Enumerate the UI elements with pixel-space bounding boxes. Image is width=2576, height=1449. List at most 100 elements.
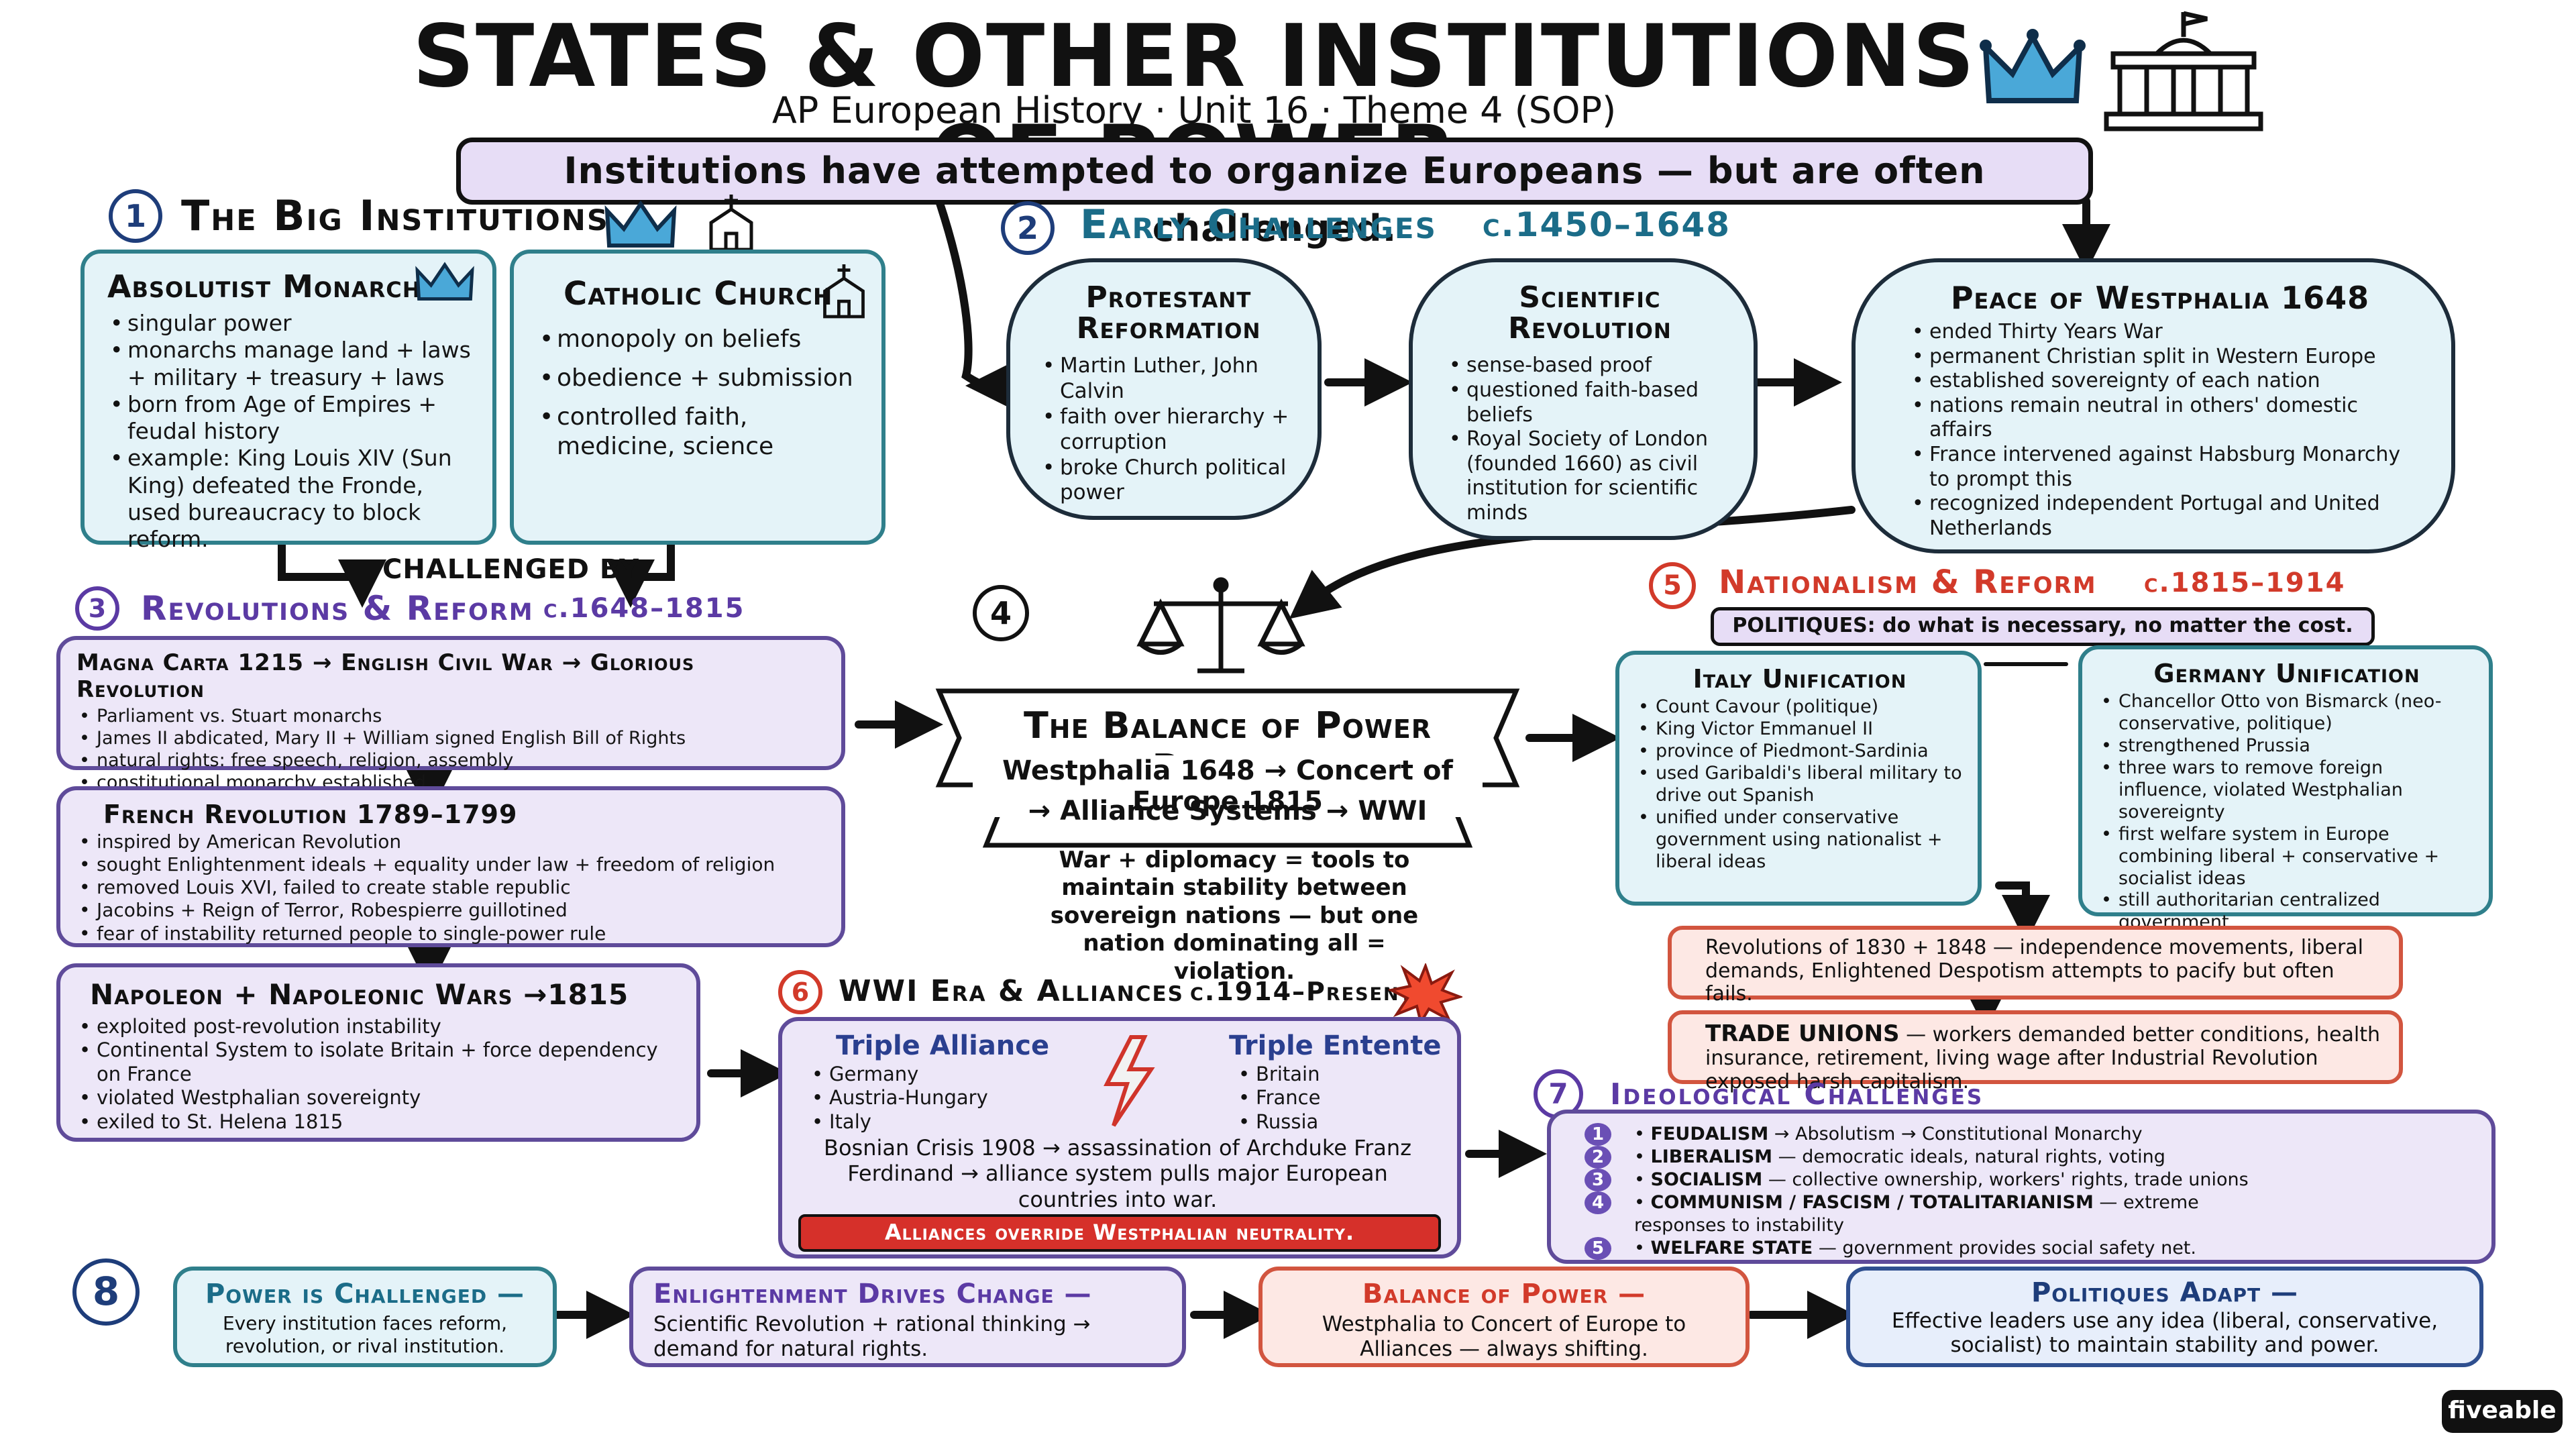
list-item: first welfare system in Europe combining… xyxy=(2098,824,2475,890)
ideology-desc: — government provides social safety net. xyxy=(1813,1238,2196,1258)
section-3-title: Revolutions & Reform xyxy=(141,589,534,628)
list-item: Count Cavour (politique) xyxy=(1635,696,1964,718)
trade-unions-label: TRADE UNIONS xyxy=(1705,1020,1900,1047)
crown-icon xyxy=(604,199,678,255)
fiveable-logo-text: fiveable xyxy=(2448,1397,2557,1424)
section-2-title: Early Challenges xyxy=(1080,201,1437,248)
list-item: established sovereignty of each nation xyxy=(1909,369,2411,394)
ideology-row-5: 5• WELFARE STATE — government provides s… xyxy=(1585,1237,2475,1260)
list-item: inspired by American Revolution xyxy=(76,830,825,853)
alliances-override-text: Alliances override Westphalian neutralit… xyxy=(884,1220,1355,1245)
ideology-number-badge: 5 xyxy=(1585,1237,1611,1260)
list-item: strengthened Prussia xyxy=(2098,735,2475,757)
list-item: obedience + submission xyxy=(537,364,861,393)
balance-of-power-summary-box: Balance of Power — Westphalia to Concert… xyxy=(1258,1267,1750,1367)
church-icon xyxy=(818,260,869,323)
ideology-row-1: 1• FEUDALISM → Absolutism → Constitution… xyxy=(1585,1123,2475,1146)
scientific-revolution-cloud: Scientific Revolution sense-based proof … xyxy=(1409,258,1758,540)
list-item: Chancellor Otto von Bismarck (neo-conser… xyxy=(2098,691,2475,735)
list-item: recognized independent Portugal and Unit… xyxy=(1909,492,2411,541)
section-5-title: Nationalism & Reform xyxy=(1719,564,2097,601)
section-5-number: 5 xyxy=(1649,562,1696,609)
section-6-number: 6 xyxy=(778,970,822,1014)
church-icon xyxy=(704,192,758,255)
protestant-reformation-title: Protestant Reformation xyxy=(1076,280,1261,346)
napoleon-box: Napoleon + Napoleonic Wars →1815 exploit… xyxy=(56,963,700,1142)
revolutions-1830-text: Revolutions of 1830 + 1848 — independenc… xyxy=(1705,936,2364,1006)
balance-of-power-caption: War + diplomacy = tools to maintain stab… xyxy=(1050,847,1419,985)
politiques-banner: POLITIQUES: do what is necessary, no mat… xyxy=(1711,607,2375,646)
list-item: France xyxy=(1236,1086,1320,1110)
alliances-override-banner: Alliances override Westphalian neutralit… xyxy=(798,1214,1441,1252)
list-item: Austria-Hungary xyxy=(809,1086,988,1110)
list-item: nations remain neutral in others' domest… xyxy=(1909,394,2411,443)
list-item: France intervened against Habsburg Monar… xyxy=(1909,443,2411,492)
triple-entente-title: Triple Entente xyxy=(1229,1030,1442,1061)
list-item: Germany xyxy=(809,1063,988,1087)
italy-unification-box: Italy Unification Count Cavour (politiqu… xyxy=(1615,651,1982,906)
ideology-number-badge: 4 xyxy=(1585,1191,1611,1214)
ideology-number-badge: 1 xyxy=(1585,1123,1611,1146)
ideology-desc: — collective ownership, workers' rights,… xyxy=(1762,1169,2249,1190)
ideology-number-badge: 2 xyxy=(1585,1146,1611,1169)
ideology-label: SOCIALISM xyxy=(1650,1169,1763,1190)
section-8-number: 8 xyxy=(72,1258,140,1326)
list-item: sense-based proof xyxy=(1446,354,1733,378)
ideology-number-badge: 3 xyxy=(1585,1169,1611,1191)
bosnian-crisis-text: Bosnian Crisis 1908 → assassination of A… xyxy=(824,1135,1411,1212)
scientific-revolution-title: Scientific Revolution xyxy=(1508,280,1672,346)
ideology-desc: → Absolutism → Constitutional Monarchy xyxy=(1768,1124,2143,1144)
balance-timeline-line1: Westphalia 1648 → Concert of Europe 1815 xyxy=(973,755,1483,817)
lightning-icon xyxy=(1097,1034,1158,1131)
theme-banner: Institutions have attempted to organize … xyxy=(456,138,2093,250)
germany-unification-box: Germany Unification Chancellor Otto von … xyxy=(2078,645,2493,932)
section-6-title: WWI Era & Alliances xyxy=(839,974,1184,1008)
list-item: Continental System to isolate Britain + … xyxy=(76,1038,680,1086)
politiques-adapt-text: Effective leaders use any idea (liberal,… xyxy=(1891,1309,2438,1357)
list-item: exploited post-revolution instability xyxy=(76,1015,680,1039)
list-item: Martin Luther, John Calvin xyxy=(1040,354,1297,405)
ideology-desc: — extreme responses to instability xyxy=(1634,1192,2199,1236)
list-item: removed Louis XVI, failed to create stab… xyxy=(76,876,825,899)
list-item: singular power xyxy=(107,310,472,337)
absolutist-monarchy-box: Absolutist Monarchy singular power monar… xyxy=(80,250,496,552)
ideology-label: LIBERALISM xyxy=(1650,1146,1773,1167)
list-item: monarchs manage land + laws + military +… xyxy=(107,337,472,391)
list-item: violated Westphalian sovereignty xyxy=(76,1086,680,1110)
list-item: Britain xyxy=(1236,1063,1320,1087)
protestant-reformation-cloud: Protestant Reformation Martin Luther, Jo… xyxy=(1006,258,1322,520)
wwi-alliances-box: Triple Alliance Germany Austria-Hungary … xyxy=(778,1017,1461,1258)
catholic-church-title: Catholic Church xyxy=(564,275,833,313)
ideology-label: FEUDALISM xyxy=(1650,1124,1769,1144)
magna-carta-box: Magna Carta 1215 → English Civil War → G… xyxy=(56,636,845,794)
list-item: permanent Christian split in Western Eur… xyxy=(1909,345,2411,370)
list-item: example: King Louis XIV (Sun King) defea… xyxy=(107,445,472,553)
french-revolution-box: French Revolution 1789–1799 inspired by … xyxy=(56,786,845,947)
germany-unification-title: Germany Unification xyxy=(2153,659,2420,688)
enlightenment-drives-change-text: Scientific Revolution + rational thinkin… xyxy=(653,1312,1091,1362)
section-1-title: The Big Institutions xyxy=(181,191,609,240)
list-item: natural rights: free speech, religion, a… xyxy=(76,750,825,772)
french-revolution-title: French Revolution 1789–1799 xyxy=(103,800,518,829)
fiveable-logo: fiveable xyxy=(2442,1390,2563,1433)
section-1-number: 1 xyxy=(109,189,162,243)
politiques-text: POLITIQUES: do what is necessary, no mat… xyxy=(1732,614,2353,637)
ideology-desc: — democratic ideals, natural rights, vot… xyxy=(1772,1146,2165,1167)
crown-icon xyxy=(1979,27,2086,117)
list-item: King Victor Emmanuel II xyxy=(1635,718,1964,741)
list-item: unified under conservative government us… xyxy=(1635,807,1964,873)
section-2-number: 2 xyxy=(1001,201,1055,255)
challenged-by-label: CHALLENGED BY xyxy=(382,554,640,585)
section-6-date: c.1914–Present xyxy=(1190,977,1414,1006)
list-item: born from Age of Empires + feudal histor… xyxy=(107,391,472,445)
ideology-row-4: 4• COMMUNISM / FASCISM / TOTALITARIANISM… xyxy=(1585,1191,2475,1237)
ideological-challenges-box: 1• FEUDALISM → Absolutism → Constitution… xyxy=(1547,1110,2496,1264)
balance-timeline-line2: → Alliance Systems → WWI xyxy=(1028,796,1428,826)
trade-unions-desc: — workers demanded better conditions, he… xyxy=(1705,1023,2381,1093)
politiques-adapt-box: Politiques Adapt — Effective leaders use… xyxy=(1846,1267,2483,1367)
page-subtitle: AP European History · Unit 16 · Theme 4 … xyxy=(771,89,1617,131)
peace-of-westphalia-cloud: Peace of Westphalia 1648 ended Thirty Ye… xyxy=(1851,258,2455,553)
list-item: Russia xyxy=(1236,1110,1320,1134)
balance-of-power-panel: The Balance of Power Problem Westphalia … xyxy=(932,678,1523,852)
section-5-date: c.1815–1914 xyxy=(2144,568,2346,598)
